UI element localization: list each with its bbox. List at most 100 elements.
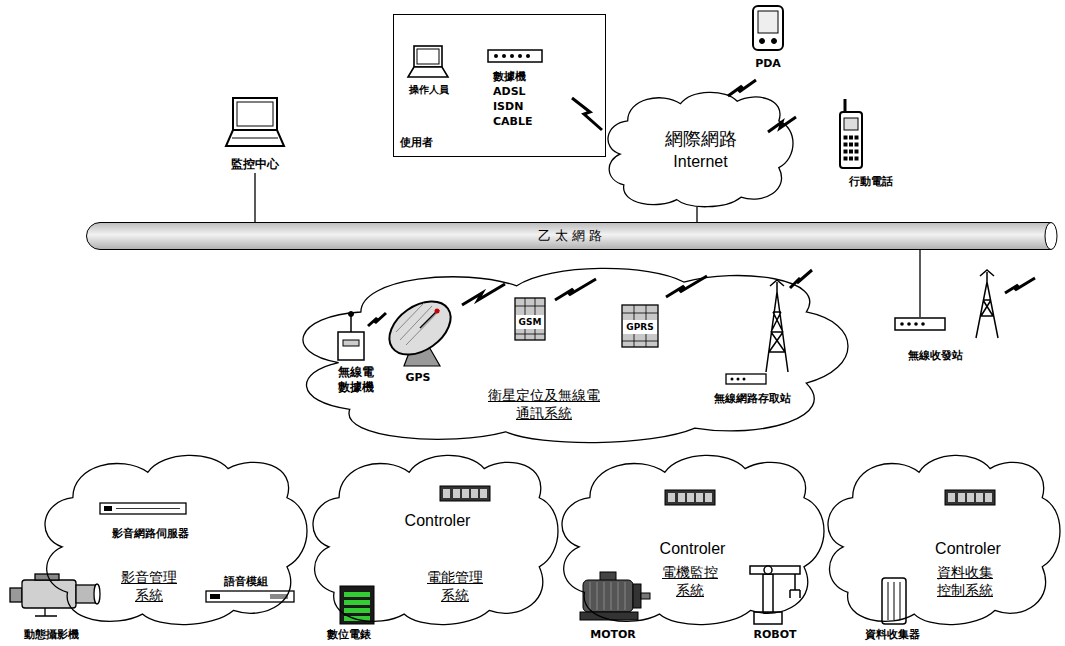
bus-end [1045,223,1057,250]
region-title: Internet [673,151,727,173]
operator-laptop [408,46,448,77]
pda-icon [753,6,783,50]
network-link [696,207,697,222]
gprs-device [622,305,658,347]
region-title: 網際網路 [665,127,737,151]
pda-icon [760,39,765,44]
motor-icon [590,582,625,610]
transceiver-tower [976,272,998,338]
motor-icon [580,572,650,620]
cloud-region: 影音管理系統 影音網路伺服器語音模組 [45,455,307,625]
node-label: 數據機 ADSL ISDN CABLE [493,69,543,129]
lightning-symbol [666,276,707,297]
modem-icon [488,50,542,62]
lightning-symbol [462,284,505,305]
modem-icon [526,54,530,58]
gsm-device [515,298,545,340]
device-label: 無線網路存取站 [700,391,805,407]
collector-icon [882,578,906,624]
node-label: 資料收集器 [865,628,920,642]
node-label: GSM [519,316,542,328]
access-device [743,378,746,381]
phone-icon [844,143,847,146]
device-label: 無線收發站 [893,317,978,363]
robot-icon [763,574,773,612]
region-title: 衛星定位及無線電通訊系統 [485,386,603,422]
phone-icon [850,136,853,139]
device-label: 無線電數據機 [333,364,378,396]
modem-icon [502,54,506,58]
transceiver-device [900,322,904,326]
region-title: 影音管理系統 [118,568,180,604]
voice-module-icon [206,591,294,602]
device-label: 語音模組 [200,574,292,590]
device-label: Controler [918,538,1018,560]
monitor-laptop [237,102,273,126]
node-label: 操作人員 [409,83,449,96]
ethernet-bus: 乙太網路 [86,222,1058,250]
region-title: 資料收集控制系統 [934,563,996,599]
phone-icon [855,143,858,146]
access-device [726,374,766,384]
phone-icon [855,136,858,139]
lightning-symbol [790,270,812,288]
motor-icon [641,593,650,599]
radio-modem-icon [338,312,364,361]
node-label: GPS [405,371,430,385]
node-label: Controler [405,511,471,531]
node-label: 動態攝影機 [24,628,79,642]
modem-icon [494,54,498,58]
node-label: 無線收發站 [908,349,963,363]
node-label: 影音網路伺服器 [112,527,189,541]
meter-icon [344,608,370,613]
illustration [665,490,715,505]
monitor-laptop [233,98,277,130]
cloud-outline [608,92,793,207]
network-link [254,173,255,222]
operator-laptop [408,67,448,77]
region-title: 乙太網路 [538,228,606,244]
cloud-region: 電機監控系統ControlerMOTORROBOT [562,455,824,625]
illustration [440,486,490,501]
robot-icon [750,566,800,574]
access-tower [766,282,788,372]
camera-icon [22,580,76,608]
cloud-region: 資料收集控制系統Controler資料收集器 [828,455,1060,625]
cloud-region: 網際網路Internet [608,92,793,207]
monitor-laptop [226,98,284,146]
lightning-symbol [1005,278,1035,293]
gps-dish [420,312,436,328]
node-label: Controler [935,539,1001,559]
transceiver-device [895,318,945,330]
modem-icon [518,54,522,58]
robot-icon [790,574,800,598]
gsm-device [515,298,545,340]
transceiver-tower [980,270,994,276]
phone-icon [855,157,858,160]
region-title: 電機監控系統 [659,563,721,599]
operator-laptop [417,49,439,64]
device-label: MOTOR [572,627,654,642]
cloud-path [303,268,848,442]
meter-icon [340,586,374,624]
phone-icon [844,136,847,139]
group-box: 使用者操作人員數據機 ADSL ISDN CABLE [393,14,606,157]
modem-icon [510,54,514,58]
node-label: MOTOR [590,628,636,642]
meter-icon [344,600,370,605]
robot-icon [750,566,800,624]
phone-icon [840,99,862,168]
node-label: 數位電錶 [327,628,371,642]
cloud-region: 電能管理系統Controler數位電錶 [313,455,558,625]
phone-icon [844,150,847,153]
lightning-symbol [368,80,1035,326]
pda-icon [772,39,777,44]
server-icon [104,506,112,511]
gsm-device [515,298,545,340]
device-label: GPRS [621,320,659,334]
phone-icon [844,157,847,160]
server-icon [116,508,180,509]
region-title: 電能管理系統 [424,568,486,604]
gps-dish [396,303,440,345]
